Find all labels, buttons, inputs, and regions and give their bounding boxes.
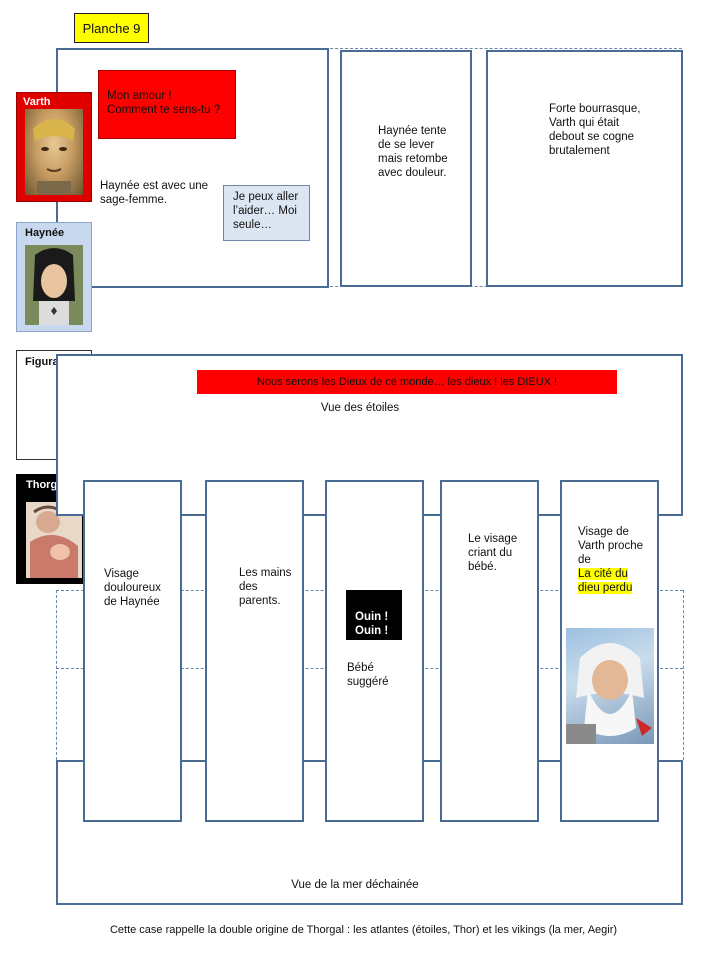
character-card-varth: Varth [16,92,92,202]
panel-description: Haynée tente de se lever mais retombe av… [378,124,458,180]
column-panel-2 [205,480,304,822]
varth-portrait-image [25,109,83,195]
column-panel-1 [83,480,182,822]
column-description: Les mains des parents. [239,566,294,608]
character-card-haynee: Haynée [16,222,92,332]
column-panel-3 [325,480,424,822]
column-description: Le visage criant du bébé. [468,532,523,574]
panel-description: Haynée est avec une sage-femme. [100,179,218,207]
column-description: Bébé suggéré [347,661,407,689]
varth-old-portrait-image [566,628,654,744]
column-text: Le visage criant du bébé. [468,533,518,573]
strip1-panel-3 [486,50,683,287]
caption-text: Cette case rappelle la double origine de… [109,924,618,936]
speech-bubble-red: Mon amour ! Comment te sens-tu ? [98,70,236,139]
column-panel-4 [440,480,539,822]
bubble-text: Mon amour ! Comment te sens-tu ? [107,90,221,116]
stars-view-label: Vue des étoiles [300,401,420,415]
page-title-text: Planche 9 [82,20,141,36]
stars-view-text: Vue des étoiles [320,402,400,414]
column-text: Visage de Varth proche de [578,526,643,566]
bubble-text: Ouin ! Ouin ! [355,611,389,637]
dashed-guide [56,48,682,49]
thorgal-scene-image [26,502,82,578]
column-text: Les mains des parents. [239,567,292,607]
haynee-portrait-image [25,245,83,325]
banner-red: Nous serons les Dieux de ce monde… les d… [197,370,617,394]
sea-view-text: Vue de la mer déchainée [291,879,419,891]
sea-view-label: Vue de la mer déchainée [270,878,440,892]
bubble-text: Je peux aller l’aider… Moi seule… [233,191,299,231]
dashed-guide [56,590,57,760]
column-description: Visage de Varth proche de La cité du die… [578,525,646,595]
highlighted-text: La cité du dieu perdu [578,568,633,594]
description-text: Forte bourrasque, Varth qui était debout… [549,103,641,157]
panel-description: Forte bourrasque, Varth qui était debout… [549,102,649,158]
character-name: Varth [23,96,51,108]
page-caption: Cette case rappelle la double origine de… [0,924,727,936]
strip1-panel-2 [340,50,472,287]
column-text: Bébé suggéré [347,662,389,688]
dashed-guide [683,590,684,760]
column-description: Visage douloureux de Haynée [104,567,176,609]
page-title: Planche 9 [74,13,149,43]
speech-bubble-black: Ouin ! Ouin ! [346,590,402,640]
description-text: Haynée tente de se lever mais retombe av… [378,125,448,179]
character-name: Haynée [25,227,65,239]
banner-text: Nous serons les Dieux de ce monde… les d… [256,376,558,388]
speech-bubble-blue: Je peux aller l’aider… Moi seule… [223,185,310,241]
description-text: Haynée est avec une sage-femme. [100,180,209,206]
column-text: Visage douloureux de Haynée [104,568,161,608]
